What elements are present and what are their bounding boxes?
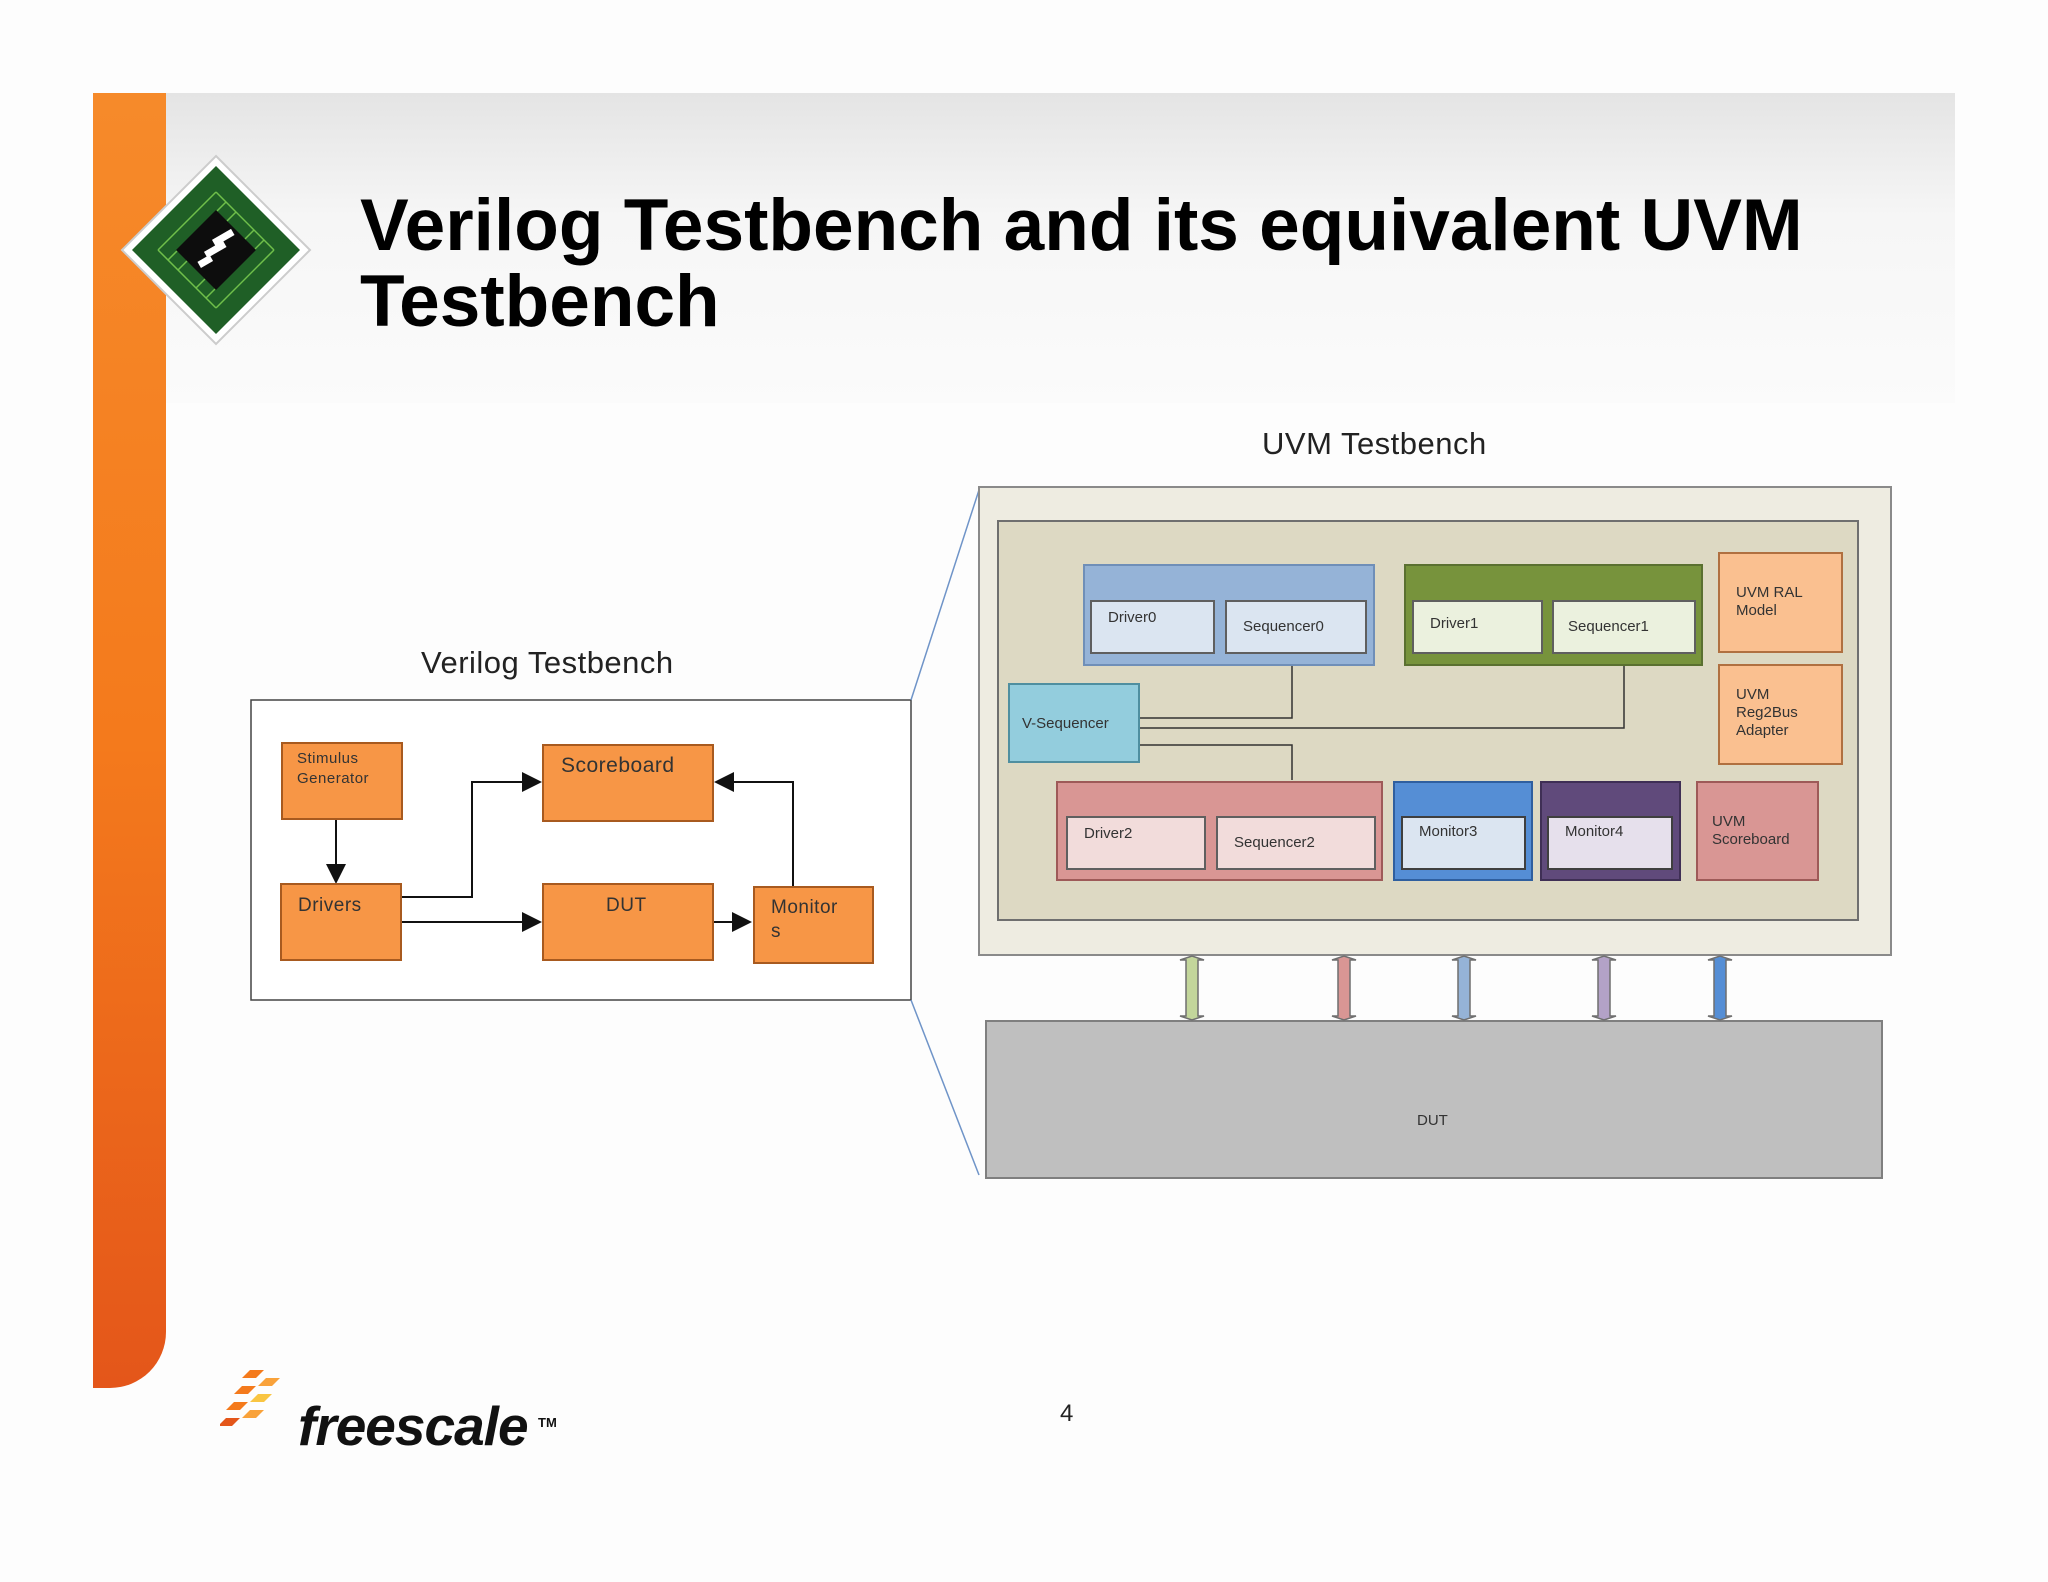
line-vseq-seq0 bbox=[1138, 654, 1293, 719]
sequencer2-label: Sequencer2 bbox=[1234, 834, 1315, 851]
uvm-dut-block bbox=[985, 1020, 1883, 1179]
chip-logo-icon bbox=[120, 154, 312, 346]
uvm-scoreboard-label: UVM Scoreboard bbox=[1712, 813, 1790, 848]
stimulus-generator-label: Stimulus Generator bbox=[297, 750, 370, 787]
accent-bar bbox=[93, 93, 166, 1388]
freescale-tm: TM bbox=[538, 1415, 557, 1430]
sequencer2-block: Sequencer2 bbox=[1216, 816, 1376, 870]
monitors-block: Monitor s bbox=[753, 886, 874, 964]
sequencer1-label: Sequencer1 bbox=[1568, 618, 1649, 635]
header-band bbox=[93, 93, 1955, 403]
line-vseq-seq1 bbox=[1138, 654, 1625, 729]
v-sequencer-label: V-Sequencer bbox=[1022, 715, 1109, 732]
verilog-dut-label: DUT bbox=[606, 895, 647, 916]
page-number: 4 bbox=[1060, 1400, 1074, 1427]
sequencer0-block: Sequencer0 bbox=[1225, 600, 1367, 654]
driver1-block: Driver1 bbox=[1412, 600, 1543, 654]
reg2bus-adapter-block: UVM Reg2Bus Adapter bbox=[1718, 664, 1843, 765]
scoreboard-block: Scoreboard bbox=[542, 744, 714, 822]
sequencer0-label: Sequencer0 bbox=[1243, 618, 1324, 635]
verilog-dut-block: DUT bbox=[542, 883, 714, 961]
freescale-logo-text: freescale bbox=[298, 1395, 529, 1457]
driver0-label: Driver0 bbox=[1108, 609, 1157, 626]
uvm-ral-model-label: UVM RAL Model bbox=[1736, 584, 1803, 619]
line-vseq-seq2 bbox=[1138, 744, 1293, 780]
freescale-mark-icon bbox=[220, 1370, 280, 1426]
v-sequencer-block: V-Sequencer bbox=[1008, 683, 1140, 763]
stimulus-generator-block: Stimulus Generator bbox=[281, 742, 403, 820]
driver0-block: Driver0 bbox=[1090, 600, 1215, 654]
uvm-ral-model-block: UVM RAL Model bbox=[1718, 552, 1843, 653]
monitor3-block: Monitor3 bbox=[1401, 816, 1526, 870]
sequencer1-block: Sequencer1 bbox=[1552, 600, 1696, 654]
drivers-block: Drivers bbox=[280, 883, 402, 961]
drivers-label: Drivers bbox=[298, 895, 362, 916]
zoom-line-bottom bbox=[910, 999, 980, 1176]
arrow-drivers-scoreboard bbox=[401, 772, 542, 898]
monitors-label: Monitor s bbox=[771, 897, 838, 942]
driver2-block: Driver2 bbox=[1066, 816, 1206, 870]
scoreboard-label: Scoreboard bbox=[561, 754, 675, 777]
uvm-scoreboard-block: UVM Scoreboard bbox=[1696, 781, 1819, 881]
interface-arrows bbox=[1179, 955, 1733, 1021]
monitor4-block: Monitor4 bbox=[1547, 816, 1673, 870]
monitor4-label: Monitor4 bbox=[1565, 823, 1624, 840]
arrow-monitors-scoreboard bbox=[714, 772, 794, 886]
uvm-testbench-label: UVM Testbench bbox=[1262, 426, 1487, 461]
driver1-label: Driver1 bbox=[1430, 615, 1479, 632]
uvm-dut-label: DUT bbox=[1417, 1112, 1448, 1129]
page-title: Verilog Testbench and its equivalent UVM… bbox=[360, 185, 1803, 342]
verilog-testbench-label: Verilog Testbench bbox=[421, 645, 674, 680]
zoom-line-top bbox=[910, 489, 980, 701]
reg2bus-adapter-label: UVM Reg2Bus Adapter bbox=[1736, 686, 1798, 739]
monitor3-label: Monitor3 bbox=[1419, 823, 1478, 840]
driver2-label: Driver2 bbox=[1084, 825, 1133, 842]
